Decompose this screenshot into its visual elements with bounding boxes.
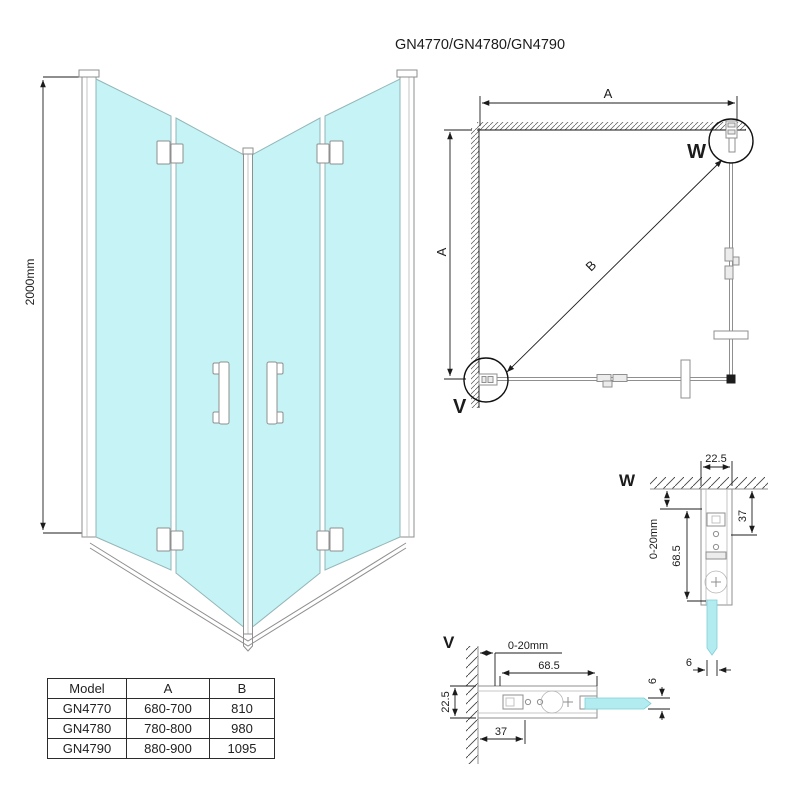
- glass-panels: [95, 78, 401, 631]
- door-handle-left: [212, 361, 230, 425]
- dim-a-cell: 880-900: [126, 738, 210, 759]
- plan-handle-right: [713, 330, 749, 340]
- dim-b-cell: 1095: [209, 738, 275, 759]
- plan-left-wall-hatch: [471, 128, 479, 408]
- dim-b-cell: 980: [209, 718, 275, 739]
- detail-v-dim-depth: 68.5: [538, 660, 559, 672]
- dim-a-cell: 780-800: [126, 718, 210, 739]
- dim-a-cell: 680-700: [126, 698, 210, 719]
- table-header-a: A: [126, 678, 210, 699]
- page-title: GN4770/GN4780/GN4790: [395, 37, 565, 53]
- detail-v: V 0-20mm 68.5: [440, 633, 670, 764]
- detail-w-label: W: [619, 471, 636, 490]
- detail-w-wall-hatch: [650, 477, 768, 489]
- detail-w-dim-depth: 68.5: [671, 545, 683, 566]
- detail-w-dim-glass: 6: [686, 657, 692, 669]
- detail-v-wall-hatch: [466, 646, 478, 764]
- corner-post: [242, 147, 254, 652]
- model-cell: GN4790: [47, 738, 127, 759]
- detail-v-dim-width: 22.5: [440, 691, 452, 712]
- plan-callout-v-label: V: [453, 396, 467, 418]
- hinges: [156, 140, 344, 552]
- model-cell: GN4770: [47, 698, 127, 719]
- detail-v-profile: [477, 685, 598, 719]
- model-cell: GN4780: [47, 718, 127, 739]
- elevation-height-dimension: 2000mm: [23, 76, 92, 534]
- glass-panel-left-outer: [95, 78, 172, 571]
- detail-v-label: V: [443, 633, 455, 652]
- detail-w: W 22.5 37: [619, 453, 768, 676]
- plan-callout-v: V: [453, 357, 509, 418]
- model-table: Model A B GN4770 680-700 810 GN4780 780-…: [47, 678, 275, 759]
- detail-v-dim-offset: 37: [495, 726, 507, 738]
- table-header-b: B: [209, 678, 275, 699]
- base-rails: [89, 542, 407, 647]
- plan-dim-width: A: [479, 86, 738, 126]
- detail-v-dim-glass: 6: [647, 678, 659, 684]
- plan-top-wall-hatch: [477, 122, 746, 130]
- plan-corner-profile: [726, 374, 736, 384]
- plan-dim-depth: A: [434, 129, 472, 380]
- detail-w-dim-offset: 37: [737, 510, 749, 522]
- plan-callout-w-label: W: [687, 141, 706, 163]
- table-row: GN4770 680-700 810: [47, 698, 275, 719]
- plan-callout-w: W: [687, 118, 754, 164]
- table-row: GN4780 780-800 980: [47, 718, 275, 739]
- elevation-height-label: 2000mm: [23, 259, 37, 306]
- plan-dim-diagonal-label: B: [582, 257, 599, 274]
- table-header-row: Model A B: [47, 678, 275, 699]
- plan-hinge-right: [724, 247, 740, 280]
- detail-w-dims: 22.5 37 0-20mm 68.5 6: [648, 453, 757, 676]
- table-row: GN4790 880-900 1095: [47, 738, 275, 759]
- plan-glass-edges: [497, 163, 736, 384]
- plan-dim-depth-label: A: [434, 247, 449, 256]
- table-header-model: Model: [47, 678, 127, 699]
- detail-w-dim-adjust: 0-20mm: [648, 519, 660, 559]
- elevation-view: 2000mm: [23, 69, 418, 652]
- plan-handle-bottom: [680, 359, 691, 399]
- plan-dim-width-label: A: [604, 86, 613, 101]
- door-handle-right: [266, 361, 284, 425]
- plan-hinge-bottom: [596, 374, 628, 388]
- dim-b-cell: 810: [209, 698, 275, 719]
- detail-w-glass: [706, 599, 718, 656]
- detail-w-dim-width: 22.5: [705, 453, 726, 465]
- detail-v-glass: [584, 697, 652, 710]
- detail-w-profile: [700, 488, 733, 606]
- detail-v-dim-adjust: 0-20mm: [508, 640, 548, 652]
- glass-panel-right-outer: [324, 78, 401, 571]
- plan-view: A A: [434, 86, 754, 418]
- plan-dim-diagonal: B: [506, 159, 723, 373]
- glass-panel-left-inner: [175, 117, 247, 631]
- detail-v-dims: 0-20mm 68.5 22.5 37 6: [440, 640, 670, 744]
- glass-panel-right-inner: [249, 117, 321, 631]
